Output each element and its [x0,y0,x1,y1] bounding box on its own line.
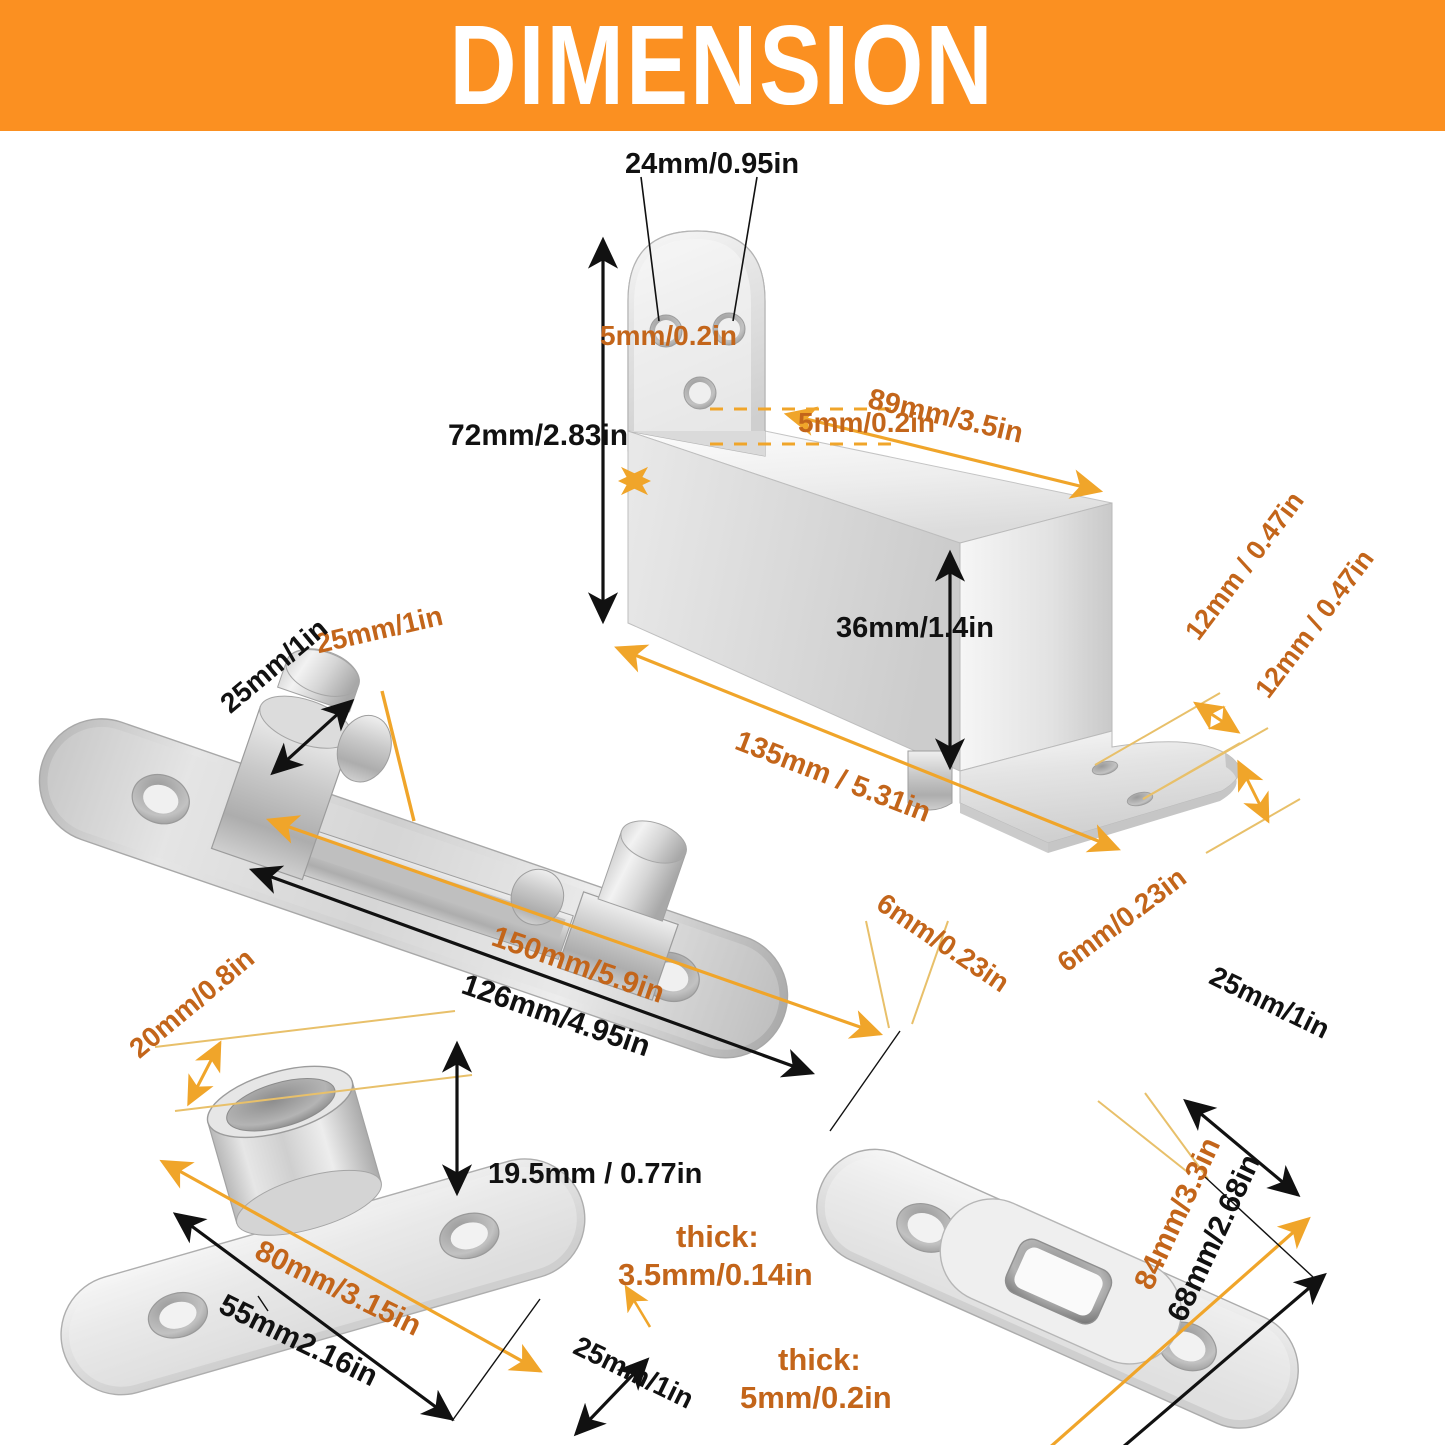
page-title: DIMENSION [449,1,996,129]
label-strike-thickness-value: 5mm/0.2in [740,1380,892,1415]
label-plate-height: 72mm/2.83in [448,419,629,452]
diagram-svg [38,176,1327,1445]
label-plate-thickness-left: 5mm/0.2in [600,320,737,351]
dim-lines-l-bracket [587,176,1301,854]
label-socket-thickness-caption: thick: [676,1219,759,1254]
label-socket-thickness-value: 3.5mm/0.14in [618,1257,813,1292]
header-banner: DIMENSION [0,0,1445,131]
dim-lines-pivot-hinge [248,690,949,1132]
label-socket-height: 19.5mm / 0.77in [488,1158,703,1190]
label-body-height: 36mm/1.4in [836,612,994,644]
dim-lines-socket-plate [154,1010,652,1437]
diagram-stage: 24mm/0.95in 5mm/0.2in 5mm/0.2in 72mm/2.8… [0,131,1445,1445]
label-hole-diameter-top: 5mm/0.2in [798,407,935,438]
label-hole-spacing-top: 24mm/0.95in [625,148,800,180]
label-strike-thickness-caption: thick: [778,1342,861,1377]
dim-lines-strike-plate [959,1092,1327,1445]
